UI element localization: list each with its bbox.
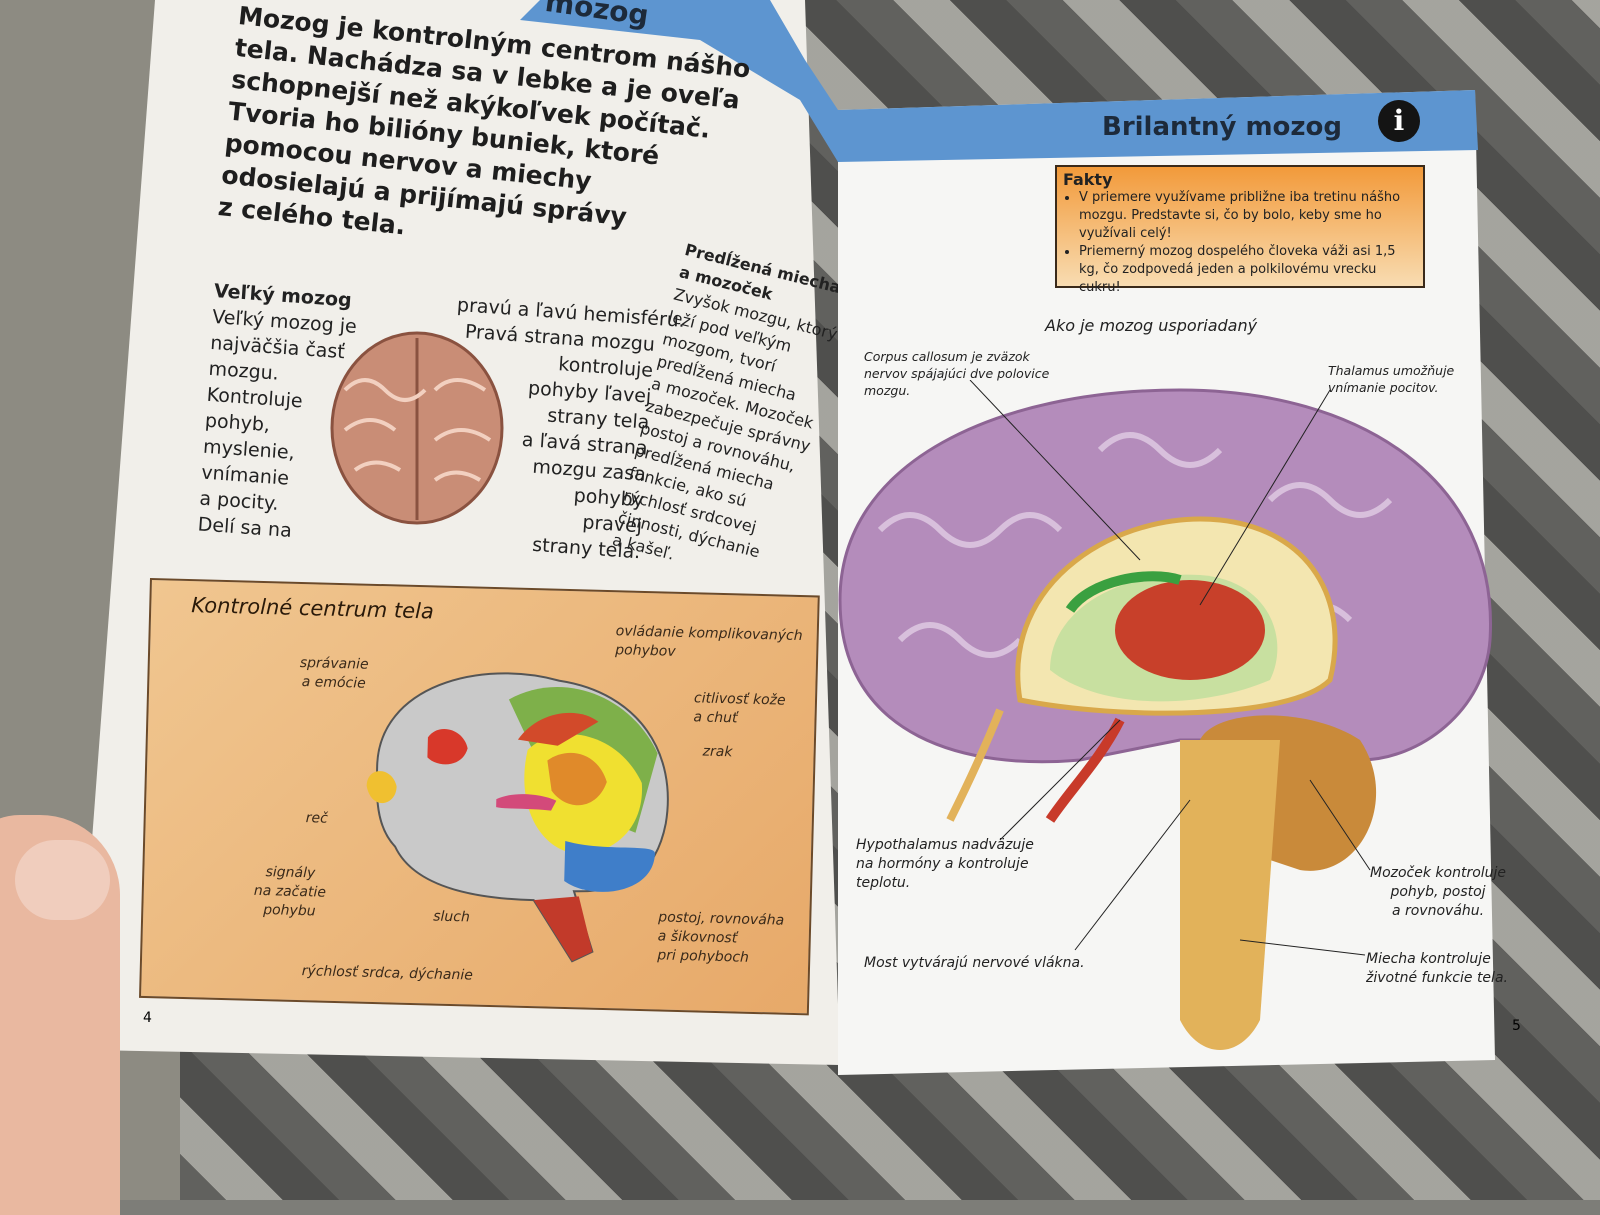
- brain-side-illustration: [366, 672, 669, 963]
- label-line: na začatie: [253, 882, 327, 901]
- label-line: na hormóny a kontroluje: [856, 856, 1029, 872]
- page-number-left: 4: [143, 1010, 152, 1026]
- label-line: teplotu.: [856, 875, 911, 891]
- facts-box: Fakty V priemere využívame približne iba…: [1055, 165, 1425, 295]
- label-line: a rovnováhu.: [1391, 903, 1485, 919]
- label-line: nervov spájajúci dve polovice: [864, 366, 1050, 381]
- label-line: pri pohyboch: [657, 947, 750, 966]
- label-corpus-callosum: Corpus callosum je zväzok nervov spájajúc…: [864, 348, 1049, 399]
- label-most: Most vytvárajú nervové vlákna.: [864, 955, 1085, 971]
- label-line: správanie: [299, 654, 369, 673]
- label-sluch: sluch: [433, 908, 471, 926]
- label-rychlost: rýchlosť srdca, dýchanie: [301, 963, 474, 984]
- label-miecha: Miecha kontroluje životné funkcie tela.: [1366, 950, 1508, 988]
- label-line: Thalamus umožňuje: [1328, 363, 1455, 378]
- label-line: vnímanie pocitov.: [1328, 380, 1439, 395]
- label-line: a emócie: [301, 674, 366, 692]
- label-mozocek: Mozoček kontroluje pohyb, postoj a rovnová…: [1370, 864, 1506, 921]
- label-line: Miecha kontroluje: [1366, 951, 1491, 967]
- page-number-right: 5: [1512, 1018, 1521, 1034]
- diagram-title: Kontrolné centrum tela: [190, 593, 435, 624]
- label-thalamus: Thalamus umožňuje vnímanie pocitov.: [1328, 362, 1454, 396]
- fact-item: V priemere využívame približne iba treti…: [1079, 189, 1417, 243]
- label-line: pohybu: [262, 902, 316, 920]
- label-line: životné funkcie tela.: [1366, 970, 1508, 986]
- brain-top-illustration: [330, 331, 504, 525]
- diagram-title: Ako je mozog usporiadaný: [1045, 316, 1258, 335]
- label-line: mozgu.: [864, 383, 911, 398]
- right-page-title: Brilantný mozog: [1102, 112, 1343, 142]
- label-rec: reč: [305, 810, 329, 827]
- label-line: citlivosť kože: [693, 690, 786, 709]
- label-line: a chuť: [693, 709, 738, 727]
- label-hypothalamus: Hypothalamus nadväzuje na hormóny a kontr…: [856, 836, 1034, 893]
- info-icon: i: [1378, 100, 1420, 142]
- thumbnail-nail: [15, 840, 110, 920]
- label-line: Hypothalamus nadväzuje: [856, 837, 1034, 853]
- label-zrak: zrak: [702, 743, 733, 761]
- label-line: Mozoček kontroluje: [1370, 865, 1507, 881]
- label-line: signály: [265, 864, 316, 882]
- fact-item: Priemerný mozog dospelého človeka váži a…: [1079, 243, 1417, 297]
- label-line: pohyb, postoj: [1390, 884, 1486, 900]
- brain-section-illustration: [838, 380, 1492, 1050]
- facts-title: Fakty: [1063, 170, 1113, 189]
- label-line: Corpus callosum je zväzok: [864, 349, 1030, 364]
